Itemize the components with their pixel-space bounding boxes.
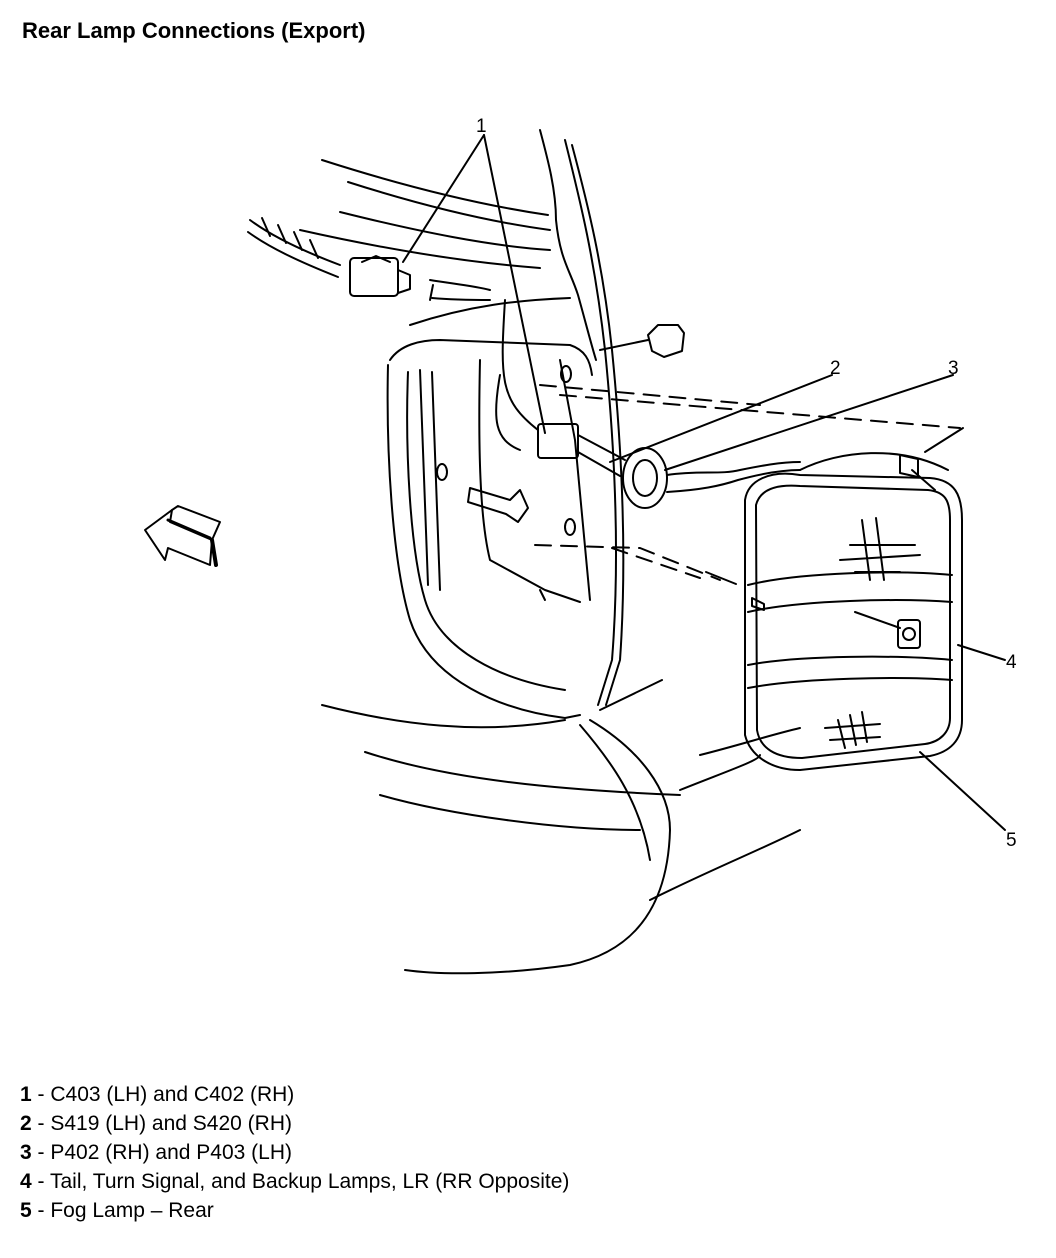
legend-item: 1 - C403 (LH) and C402 (RH) <box>20 1083 295 1106</box>
pillar <box>539 129 625 706</box>
upper-harness <box>247 217 491 301</box>
callout-1: 1 <box>476 116 487 137</box>
lamp-pocket <box>386 339 593 719</box>
fasteners <box>436 324 685 536</box>
legend-item: 5 - Fog Lamp – Rear <box>20 1199 214 1222</box>
install-lines <box>534 384 961 581</box>
page-title: Rear Lamp Connections (Export) <box>22 18 366 43</box>
forward-arrow-icon <box>144 505 221 567</box>
bumper <box>321 679 801 975</box>
callout-2: 2 <box>830 358 841 379</box>
legend-item: 2 - S419 (LH) and S420 (RH) <box>20 1112 292 1135</box>
legend-item: 4 - Tail, Turn Signal, and Backup Lamps,… <box>20 1170 570 1193</box>
tail-lamp-assembly <box>705 452 963 771</box>
lamp-harness <box>501 299 801 509</box>
callout-3: 3 <box>948 358 959 379</box>
legend: 1 - C403 (LH) and C402 (RH) 2 - S419 (LH… <box>20 1080 569 1225</box>
legend-item: 3 - P402 (RH) and P403 (LH) <box>20 1141 292 1164</box>
callout-4: 4 <box>1006 652 1017 673</box>
leader-lines <box>402 134 1006 831</box>
body-panel-lines <box>299 159 571 326</box>
callout-5: 5 <box>1006 830 1017 851</box>
